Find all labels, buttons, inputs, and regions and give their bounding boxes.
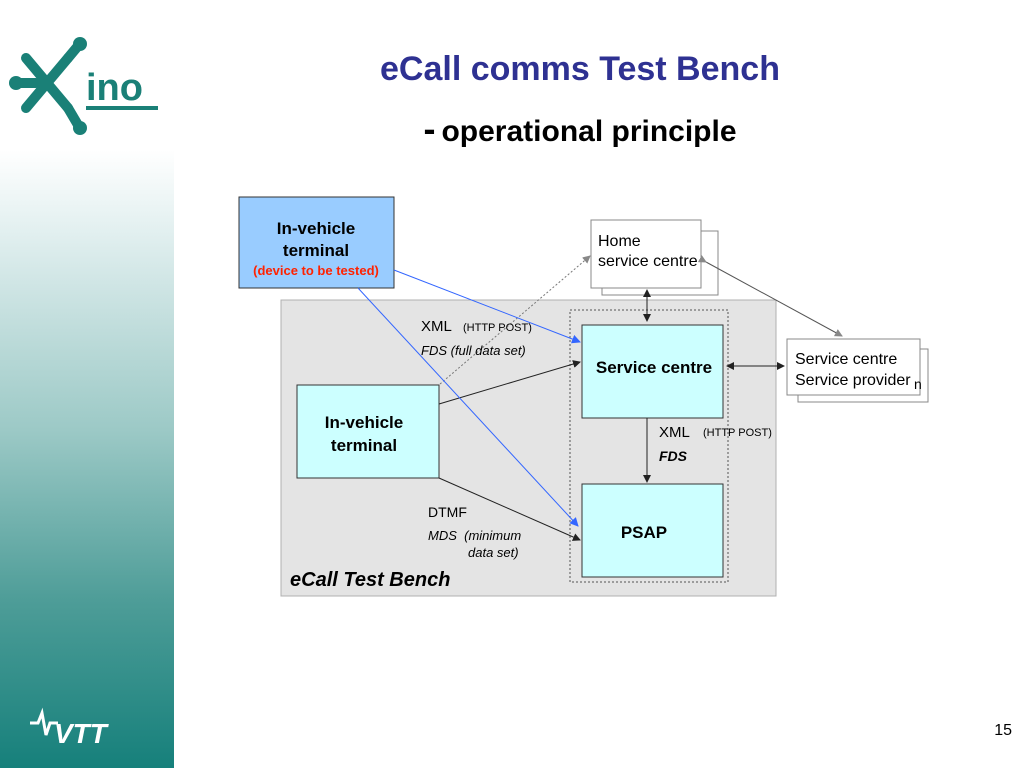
slide-subtitle: -operational principle <box>240 108 920 150</box>
page-number: 15 <box>994 722 1012 739</box>
subtitle-dash: - <box>423 108 436 149</box>
home-service-centre-line1: Home <box>598 233 641 250</box>
arrow-external-to-psap-blue <box>357 287 579 527</box>
external-terminal-line1: In-vehicle <box>277 219 355 238</box>
sidebar-gradient: ino VTT <box>0 0 174 768</box>
slide-title: eCall comms Test Bench <box>380 50 780 88</box>
internal-terminal-line1: In-vehicle <box>325 413 403 432</box>
subtitle-text: operational principle <box>441 115 737 148</box>
link-top-payload: FDS (full data set) <box>421 343 526 358</box>
home-service-centre-box <box>590 219 702 289</box>
arrow-terminal-to-service <box>438 360 581 405</box>
arrow-terminal-to-psap <box>438 477 581 541</box>
external-terminal-line2: terminal <box>283 241 349 260</box>
arrow-terminal-to-home-dotted <box>439 255 591 385</box>
arrow-home-to-provider <box>697 255 843 337</box>
provider-line1: Service centre <box>795 351 897 368</box>
arrow-external-to-service-blue <box>393 269 581 344</box>
link-top-method: (HTTP POST) <box>463 322 532 334</box>
provider-suffix: n <box>914 376 922 392</box>
vtt-logo: VTT <box>30 707 110 749</box>
psap-box <box>581 483 724 578</box>
server-group-outline <box>569 309 729 583</box>
link-mid-payload: FDS <box>659 448 688 464</box>
circuit-x-logo: ino <box>9 37 158 135</box>
test-bench-label: eCall Test Bench <box>290 569 450 591</box>
external-terminal-box <box>238 196 395 289</box>
psap-label: PSAP <box>621 523 667 542</box>
service-centre-label: Service centre <box>596 358 712 377</box>
link-top-protocol: XML <box>421 318 452 335</box>
svg-text:VTT: VTT <box>54 718 110 749</box>
provider-line2: Service provider <box>795 372 911 389</box>
external-terminal-note: (device to be tested) <box>253 263 379 278</box>
link-dtmf-protocol: DTMF <box>428 504 467 520</box>
service-centre-box <box>581 324 724 419</box>
provider-box <box>786 338 921 396</box>
internal-terminal-line2: terminal <box>331 436 397 455</box>
svg-text:ino: ino <box>86 67 143 109</box>
link-mid-protocol: XML <box>659 424 690 441</box>
link-dtmf-payload-line1: MDS (minimum <box>428 528 521 543</box>
home-service-centre-line2: service centre <box>598 253 698 270</box>
link-dtmf-payload-line2: data set) <box>468 545 519 560</box>
internal-terminal-box <box>296 384 440 479</box>
link-mid-method: (HTTP POST) <box>703 427 772 439</box>
